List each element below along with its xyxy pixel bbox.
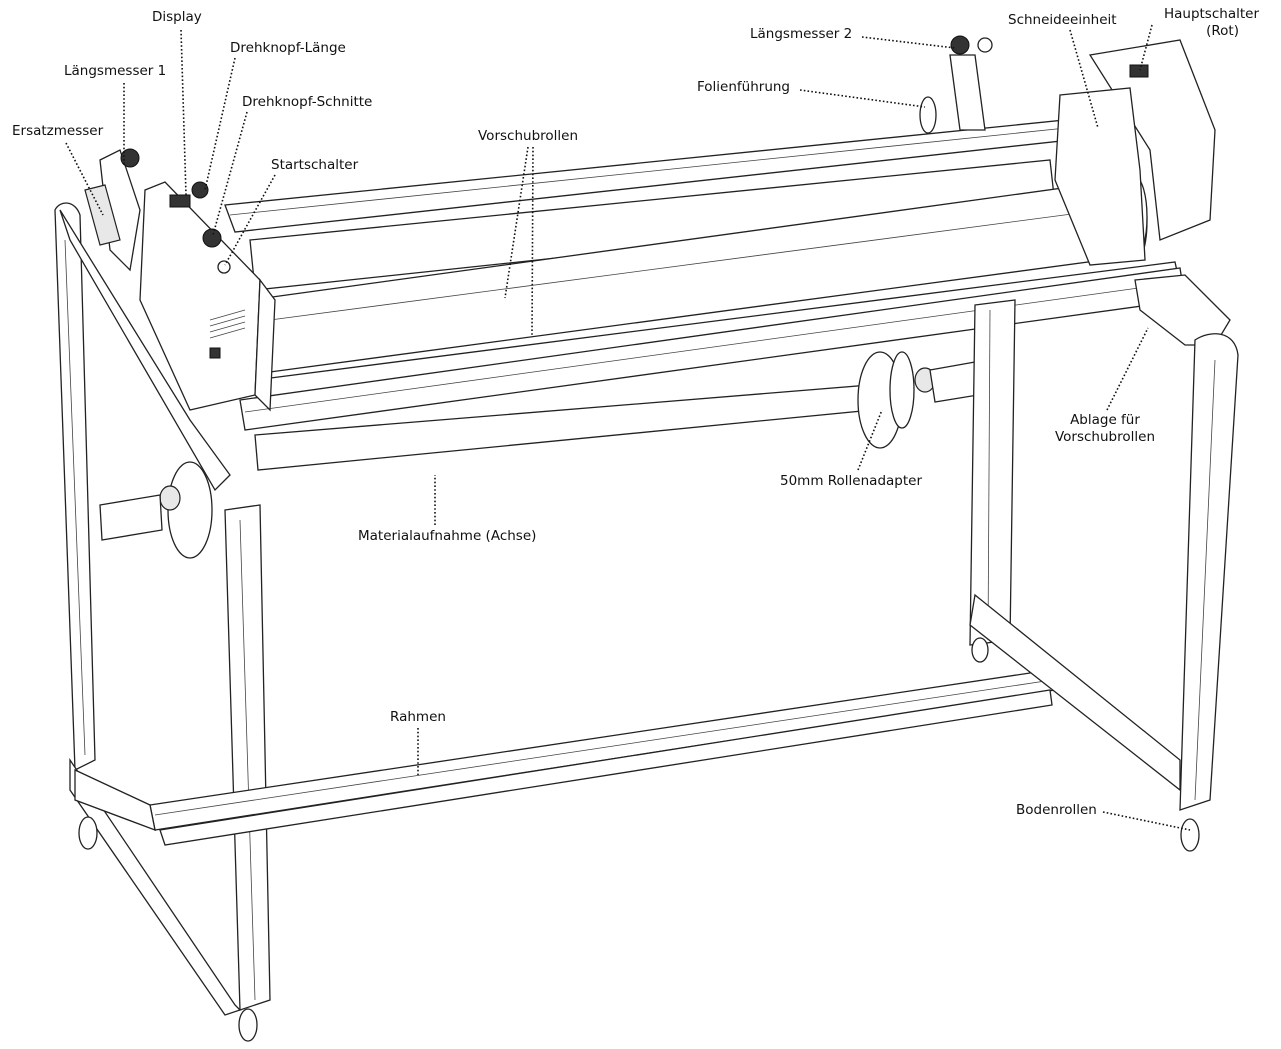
label-laengsmesser-1: Längsmesser 1 [64, 63, 167, 79]
material-shaft [99, 351, 979, 559]
label-materialaufnahme: Materialaufnahme (Achse) [358, 528, 537, 544]
label-hauptschalter: Hauptschalter (Rot) [1155, 6, 1259, 40]
control-housing [84, 148, 276, 412]
label-rollenadapter: 50mm Rollenadapter [780, 473, 923, 489]
label-rahmen: Rahmen [390, 709, 446, 725]
label-startschalter: Startschalter [271, 157, 359, 173]
label-ablage-line1: Ablage für [1070, 412, 1140, 428]
label-hauptschalter-line1: Hauptschalter [1163, 6, 1259, 22]
label-ablage: Ablage für Vorschubrollen [1045, 412, 1165, 446]
label-laengsmesser-2: Längsmesser 2 [750, 26, 853, 42]
label-bodenrollen: Bodenrollen [1016, 802, 1097, 818]
leader-lines [65, 24, 1191, 831]
label-vorschubrollen: Vorschubrollen [478, 128, 579, 144]
label-drehknopf-laenge: Drehknopf-Länge [230, 40, 346, 56]
label-hauptschalter-line2: (Rot) [1206, 23, 1239, 39]
casters [78, 637, 1200, 1042]
label-ablage-line2: Vorschubrollen [1054, 429, 1155, 445]
label-schneideeinheit: Schneideeinheit [1008, 12, 1117, 28]
label-folienfuehrung: Folienführung [697, 79, 791, 95]
frame [54, 202, 1239, 1016]
label-ersatzmesser: Ersatzmesser [12, 123, 104, 139]
label-drehknopf-schnitte: Drehknopf-Schnitte [242, 94, 373, 110]
cutting-unit [919, 35, 1231, 346]
label-display: Display [152, 9, 202, 25]
